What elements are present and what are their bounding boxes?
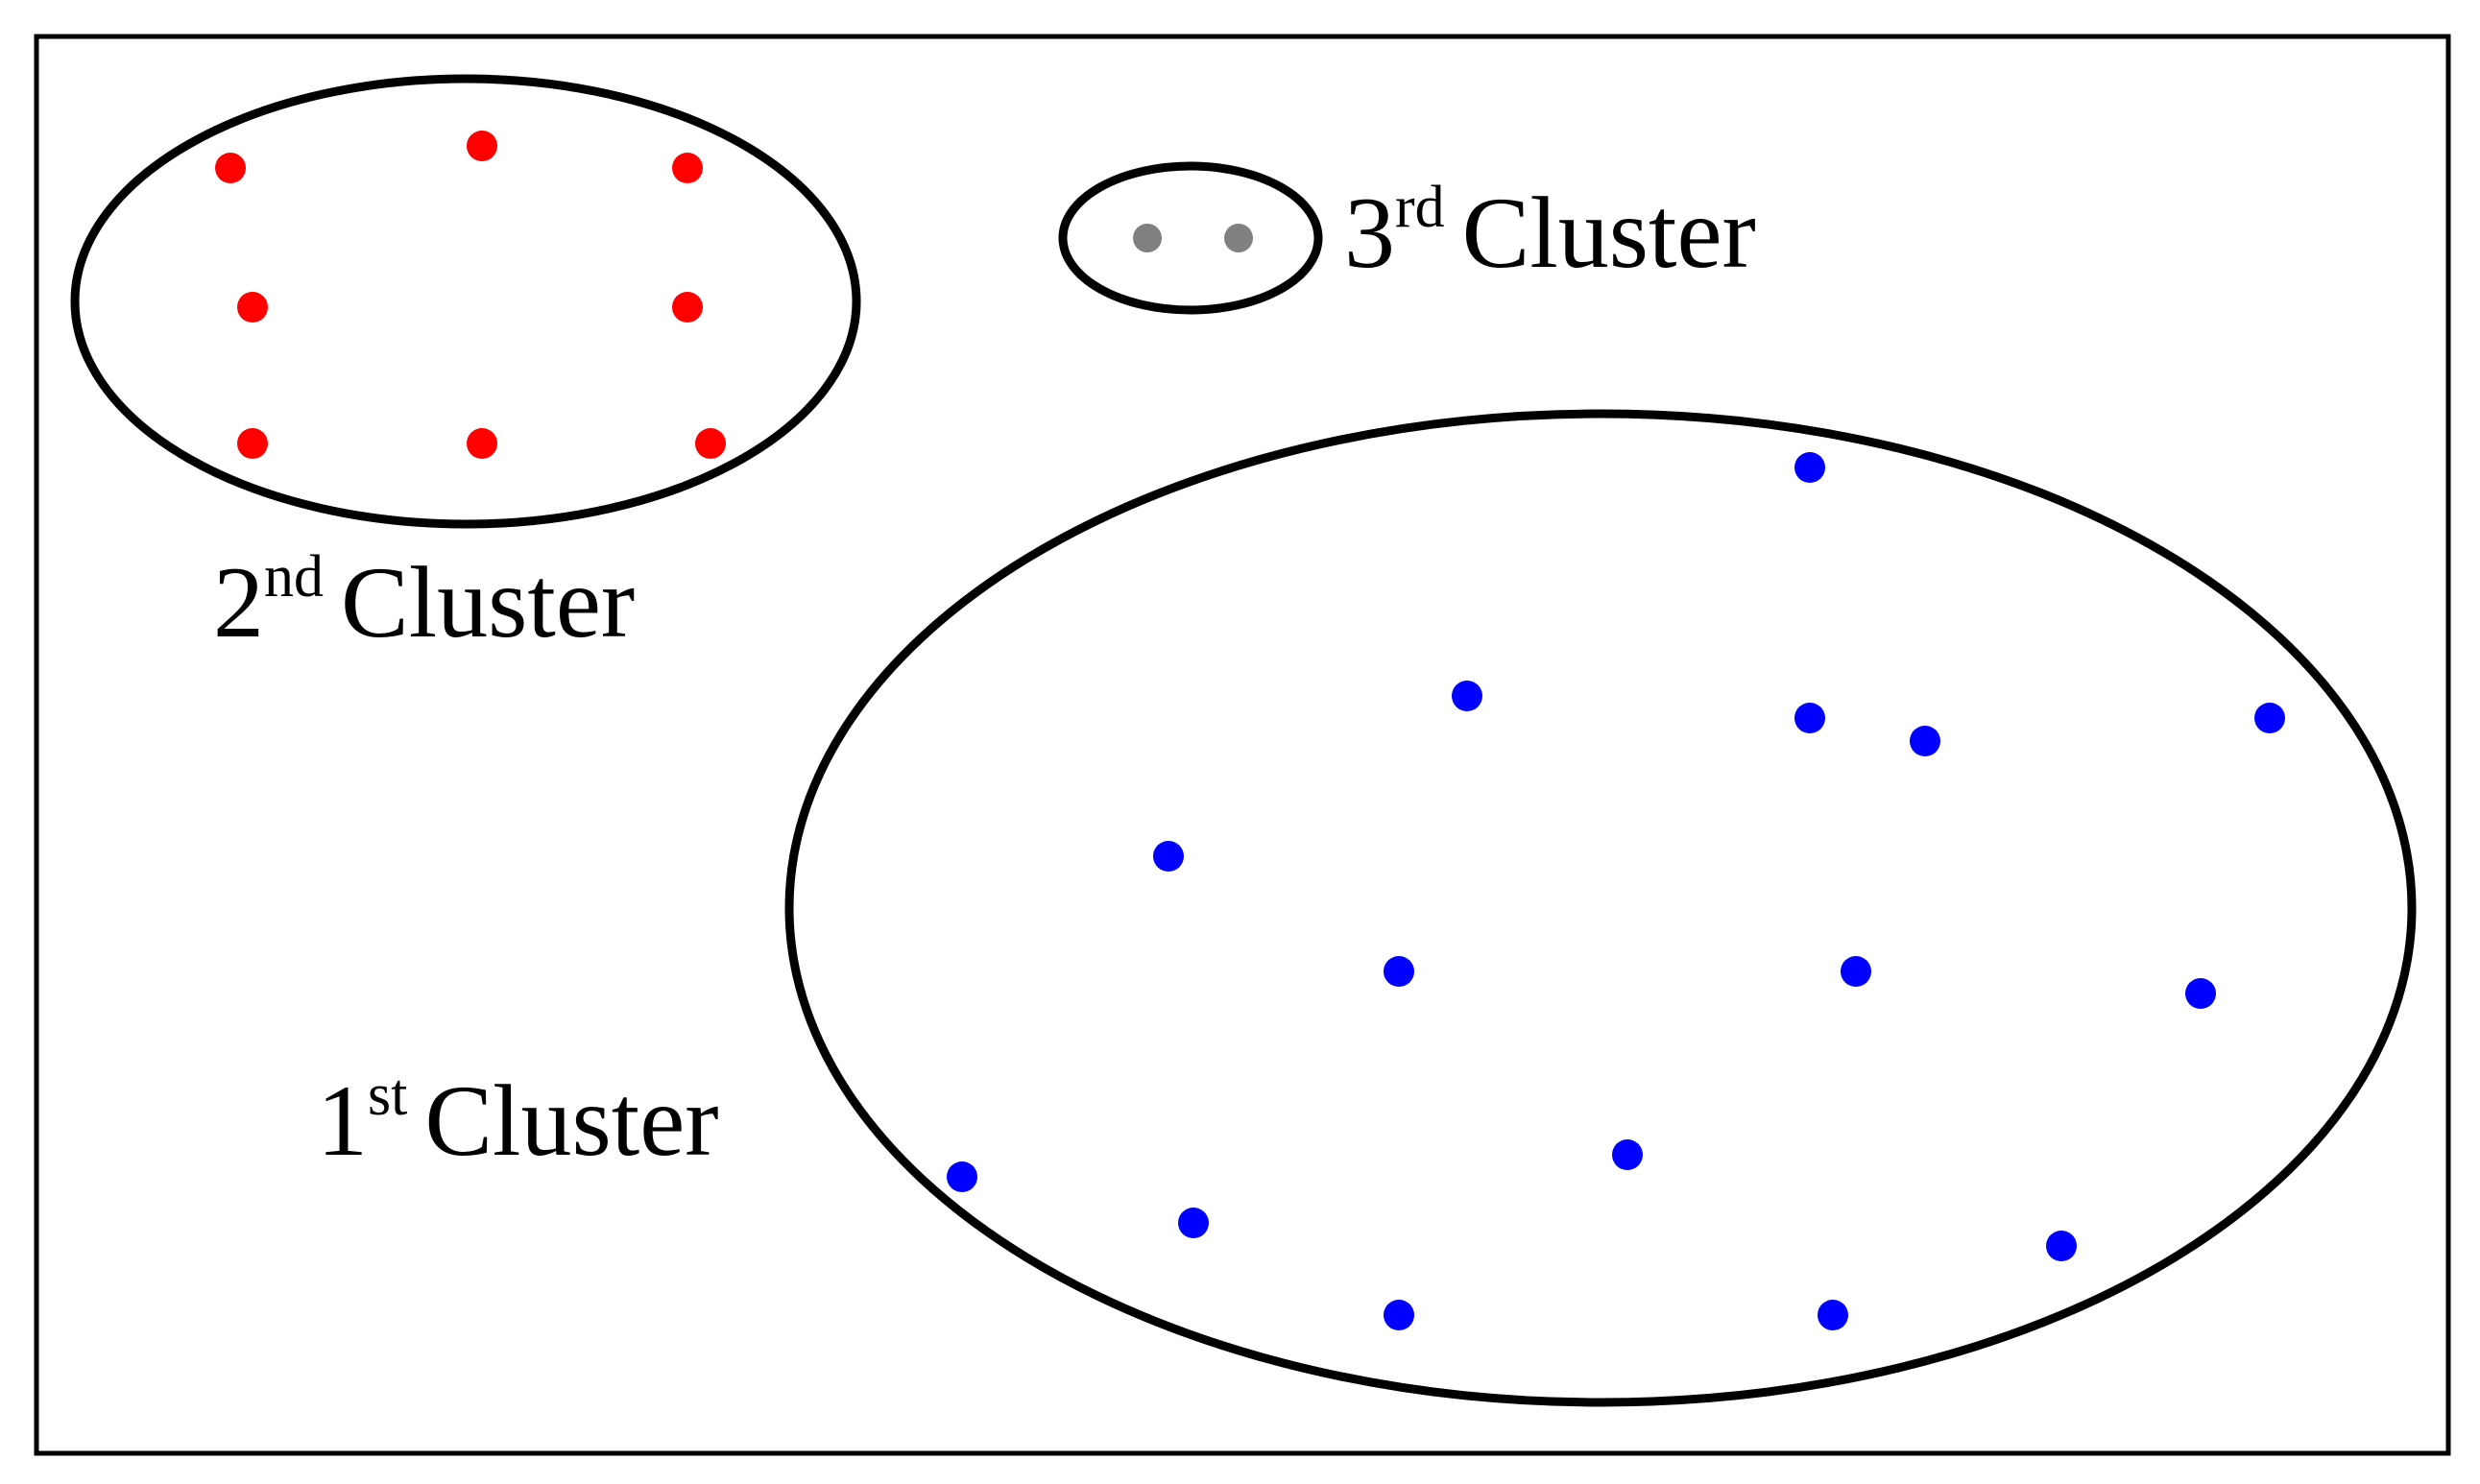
cluster-1-point xyxy=(1452,681,1482,711)
cluster-1-point xyxy=(1818,1300,1848,1330)
cluster-1-outline xyxy=(784,409,2417,1407)
cluster-2-point xyxy=(672,292,703,323)
cluster-2-point xyxy=(237,292,268,323)
cluster-2-outline xyxy=(70,74,861,529)
cluster-1-point xyxy=(2254,703,2285,733)
cluster-3-points xyxy=(1133,224,1253,252)
diagram-frame xyxy=(34,34,2451,1456)
cluster-2-point xyxy=(695,428,726,459)
cluster-2-point xyxy=(237,428,268,459)
cluster-1-point xyxy=(1612,1139,1643,1170)
cluster-1-point xyxy=(1841,956,1871,987)
cluster-1-point xyxy=(1794,703,1825,733)
cluster-2-point xyxy=(672,153,703,183)
cluster-1-point xyxy=(1153,841,1184,872)
cluster-1-point xyxy=(1178,1208,1209,1238)
cluster-1-point xyxy=(947,1161,977,1192)
cluster-1-points xyxy=(947,452,2285,1330)
cluster-2-point xyxy=(467,131,497,161)
cluster-3-outline xyxy=(1058,161,1323,315)
cluster-1-point xyxy=(1384,956,1414,987)
cluster-3-point xyxy=(1224,224,1253,252)
cluster-2-point xyxy=(467,428,497,459)
cluster-1-point xyxy=(2046,1231,2077,1261)
cluster-1-point xyxy=(1910,726,1940,756)
cluster-3-point xyxy=(1133,224,1162,252)
cluster-1-point xyxy=(1794,452,1825,483)
cluster-2-point xyxy=(215,153,246,183)
cluster-2-points xyxy=(215,131,726,459)
cluster-1-point xyxy=(1384,1300,1414,1330)
cluster-1-point xyxy=(2185,978,2216,1009)
